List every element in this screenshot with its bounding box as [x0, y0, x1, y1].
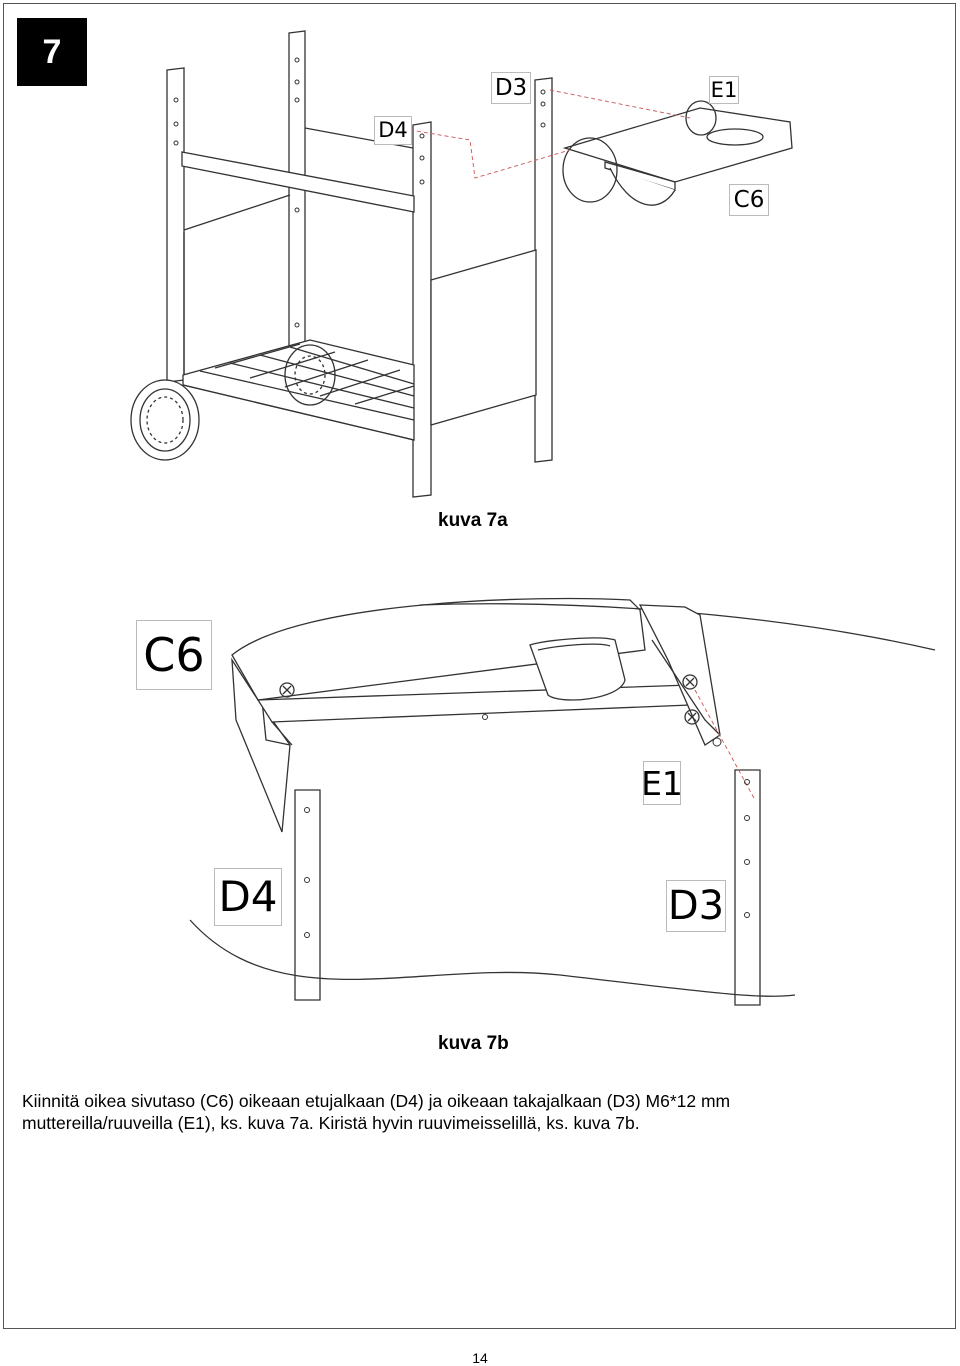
instructions-line-2: muttereilla/ruuveilla (E1), ks. kuva 7a.…	[22, 1113, 640, 1133]
page-number: 14	[472, 1350, 488, 1366]
figure-7b-label-d3: D3	[666, 880, 726, 932]
step-number-badge: 7	[17, 18, 87, 86]
figure-7a-label-c6: C6	[729, 184, 769, 216]
figure-7b-label-d4: D4	[214, 868, 282, 926]
figure-7b-drawing	[189, 597, 936, 1006]
figure-7a-caption: kuva 7a	[438, 510, 508, 531]
figure-7b-caption: kuva 7b	[438, 1033, 509, 1054]
figure-7a-drawing	[130, 30, 793, 498]
instructions-line-1: Kiinnitä oikea sivutaso (C6) oikeaan etu…	[22, 1091, 731, 1111]
page-frame	[3, 3, 956, 1329]
figure-7a-label-e1: E1	[709, 76, 739, 104]
figure-7b-label-e1: E1	[641, 761, 683, 805]
figure-7a-label-d3: D3	[491, 72, 531, 104]
figure-7b-label-c6: C6	[136, 620, 212, 690]
assembly-instructions: Kiinnitä oikea sivutaso (C6) oikeaan etu…	[22, 1090, 922, 1134]
figure-7a-label-d4: D4	[374, 116, 412, 145]
